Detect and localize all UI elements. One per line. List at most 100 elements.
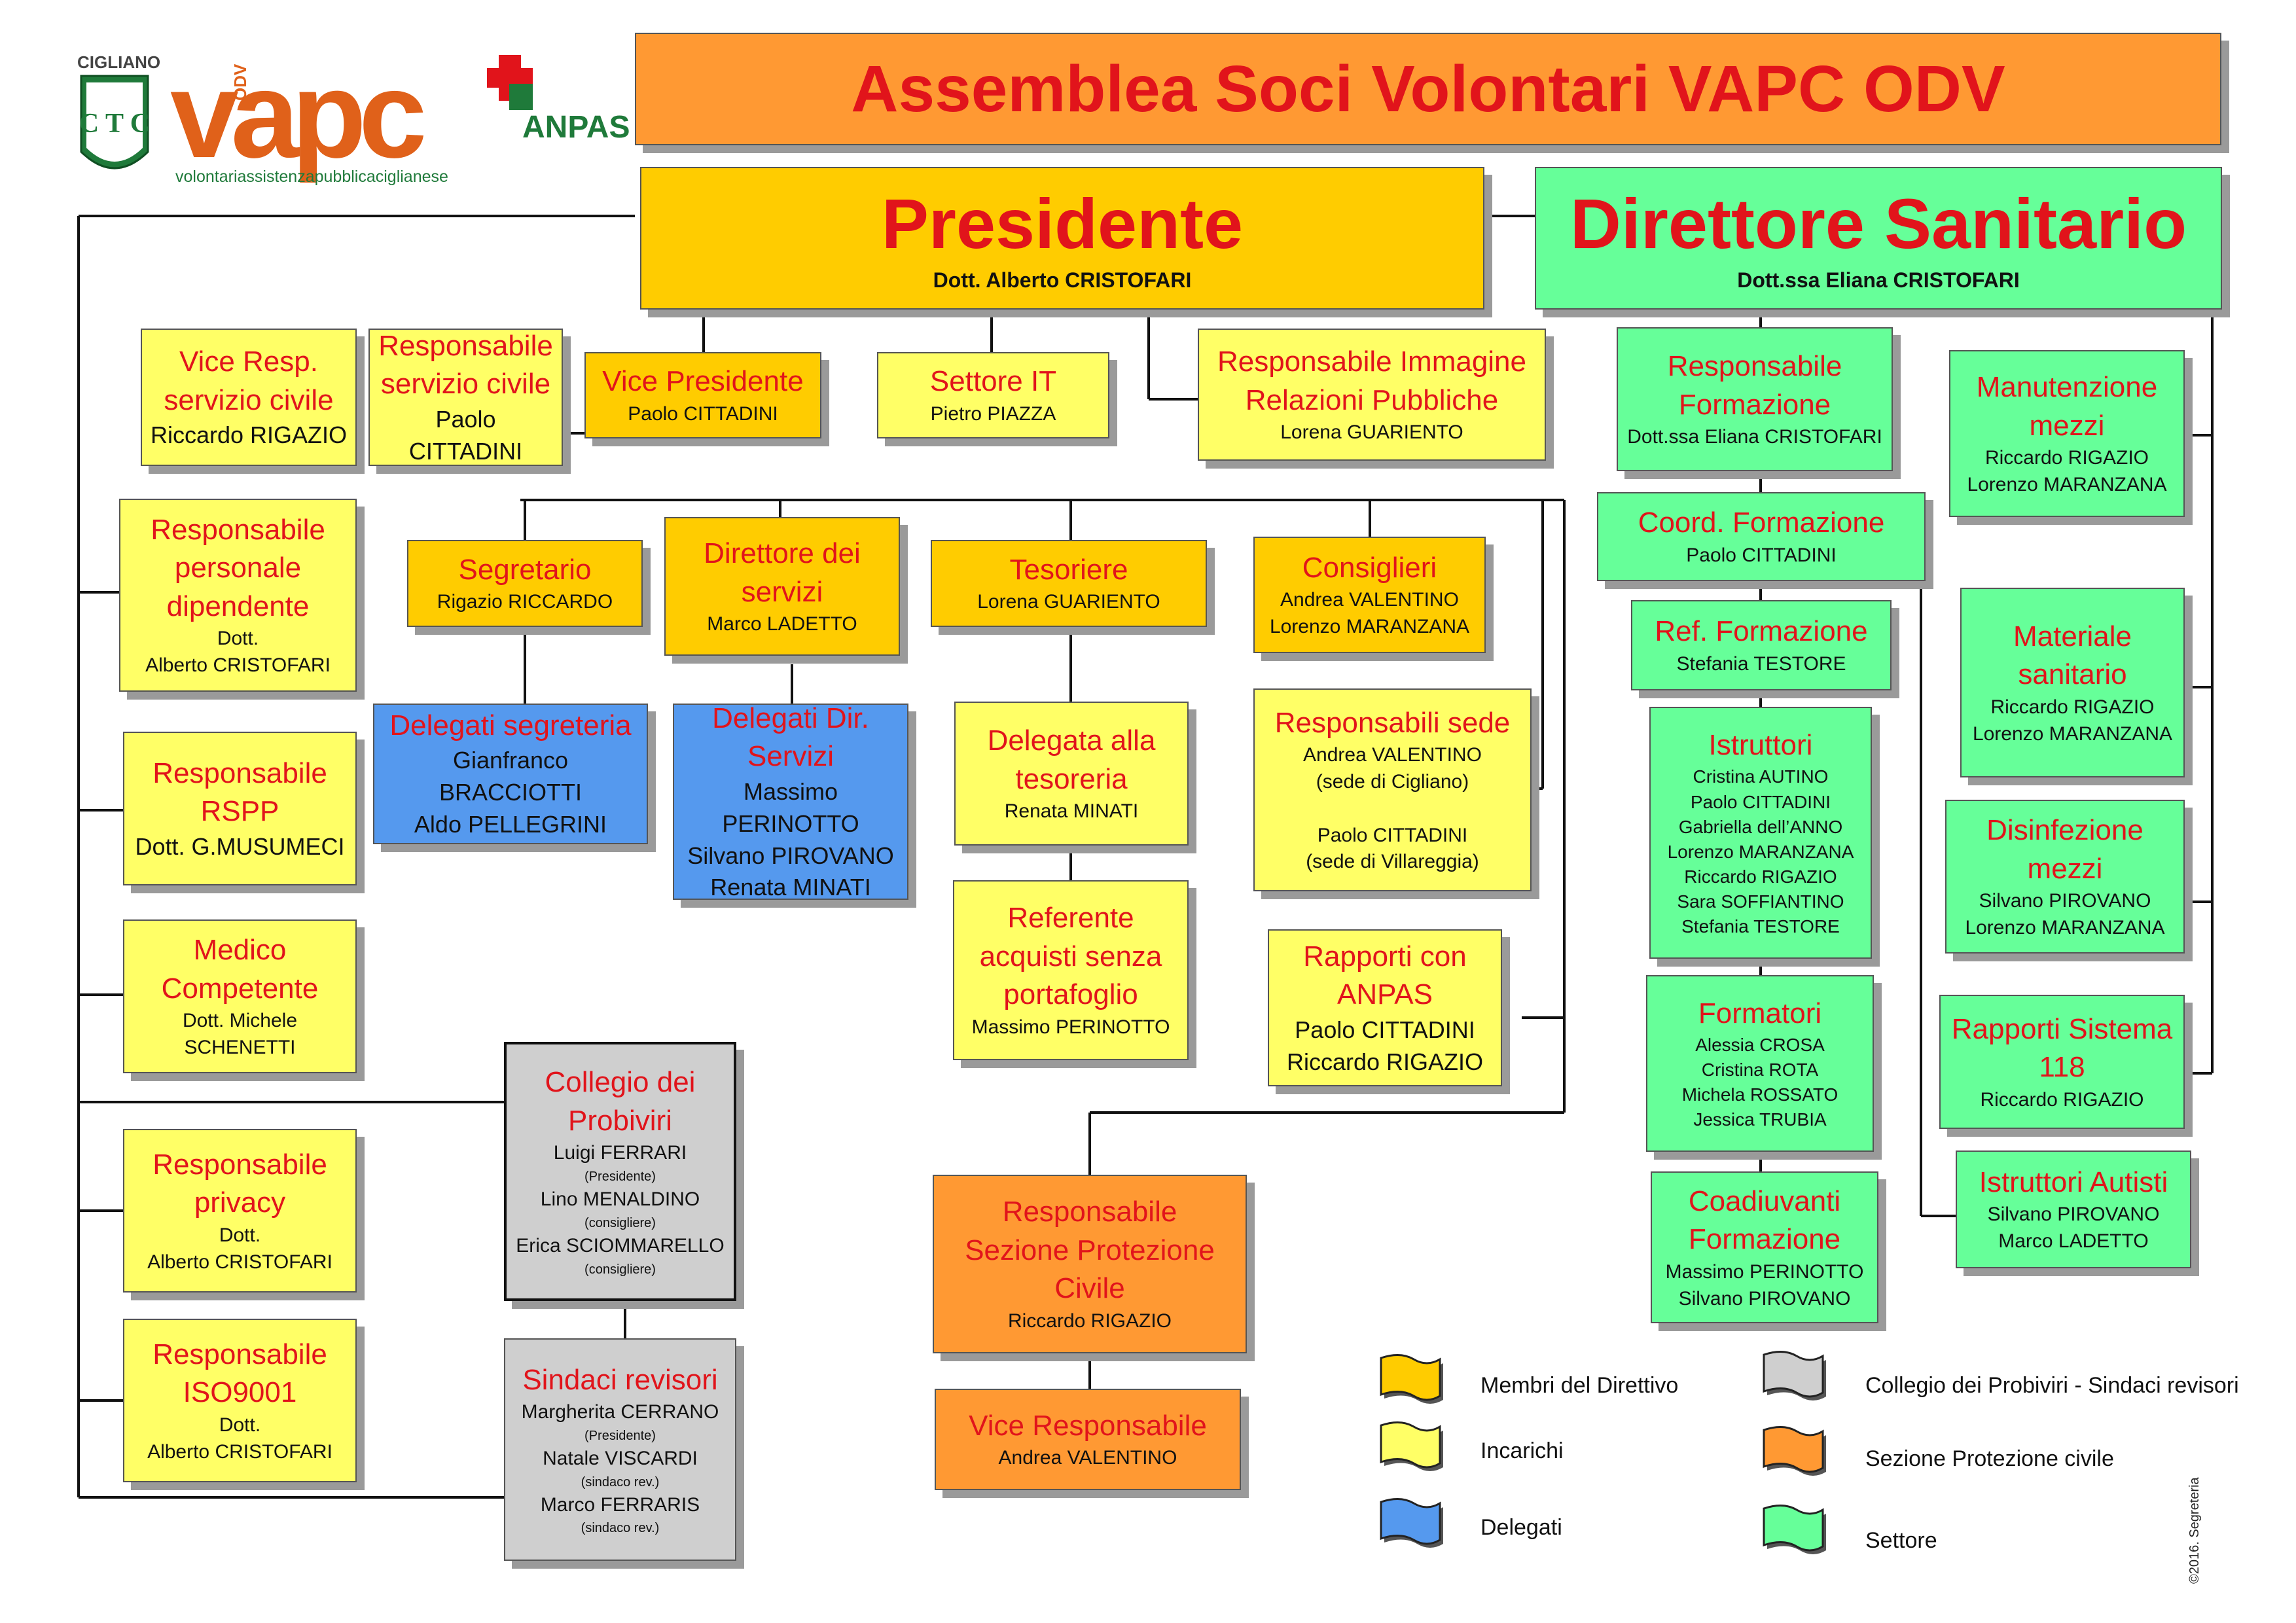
node-title: Delegati segreteria (389, 709, 632, 741)
node-resp-protezione-civile: Responsabile Sezione Protezione Civile R… (933, 1175, 1247, 1353)
node-names: Marco LADETTO (707, 613, 857, 635)
node-names: Dott. Alberto CRISTOFARI (147, 1414, 332, 1463)
node-title: Istruttori (1708, 728, 1813, 761)
page-title: Assemblea Soci Volontari VAPC ODV (635, 33, 2221, 145)
member-role: (consigliere) (584, 1262, 656, 1277)
node-names: Alessia CROSA Cristina ROTA Michela ROSS… (1681, 1035, 1839, 1130)
node-names: Dott. Alberto CRISTOFARI (933, 268, 1192, 293)
node-title: Tesoriere (1009, 553, 1128, 586)
node-names: Stefania TESTORE (1676, 652, 1846, 675)
legend-flag-icon (1380, 1421, 1443, 1471)
node-materiale-sanitario: Materiale sanitario Riccardo RIGAZIO Lor… (1960, 588, 2185, 777)
node-title: Responsabile ISO9001 (152, 1338, 327, 1409)
node-title: Coord. Formazione (1638, 507, 1885, 539)
node-names: Riccardo RIGAZIO Lorenzo MARANZANA (1972, 696, 2173, 745)
node-title: Medico Competente (161, 934, 319, 1005)
node-names: Dott. Michele SCHENETTI (182, 1010, 298, 1059)
member-role: (Presidente) (584, 1428, 656, 1443)
node-names: Riccardo RIGAZIO Lorenzo MARANZANA (1967, 447, 2167, 496)
node-resp-formazione: Responsabile Formazione Dott.ssa Eliana … (1617, 327, 1893, 471)
node-consiglieri: Consiglieri Andrea VALENTINO Lorenzo MAR… (1253, 537, 1486, 653)
node-title: Referente acquisti senza portafoglio (979, 902, 1162, 1011)
node-names: Paolo CITTADINI (1686, 544, 1837, 566)
node-title: Responsabile Immagine Relazioni Pubblich… (1217, 346, 1527, 416)
node-title: Presidente (881, 184, 1244, 264)
node-title: Formatori (1698, 997, 1822, 1029)
logo-city-text: CIGLIANO (77, 54, 160, 72)
node-resp-iso: Responsabile ISO9001 Dott. Alberto CRIST… (123, 1319, 357, 1482)
node-rapporti-118: Rapporti Sistema 118 Riccardo RIGAZIO (1939, 995, 2185, 1129)
node-tesoriere: Tesoriere Lorena GUARIENTO (931, 540, 1207, 627)
node-names: Cristina AUTINO Paolo CITTADINI Gabriell… (1667, 766, 1854, 936)
node-title: Responsabile servizio civile (378, 329, 553, 401)
member-name: Lino MENALDINO (540, 1188, 700, 1211)
node-title: Responsabile privacy (152, 1148, 327, 1219)
node-title: Coadiuvanti Formazione (1688, 1185, 1841, 1256)
member-name: Margherita CERRANO (521, 1401, 719, 1423)
member-name: Natale VISCARDI (543, 1447, 698, 1469)
node-title: Delegati Dir. Servizi (712, 702, 869, 773)
emblem-letters: C T C (79, 109, 150, 139)
node-delegati-servizi: Delegati Dir. Servizi Massimo PERINOTTO … (673, 702, 908, 901)
node-manutenzione: Manutenzione mezzi Riccardo RIGAZIO Lore… (1949, 350, 2185, 517)
copyright-text: ©2016. Segreteria (2187, 1477, 2202, 1584)
node-names: Dott. Alberto CRISTOFARI (145, 628, 331, 677)
node-istruttori-autisti: Istruttori Autisti Silvano PIROVANO Marc… (1956, 1150, 2191, 1268)
node-title: Responsabile Formazione (1667, 350, 1842, 421)
node-rapporti-anpas: Rapporti con ANPAS Paolo CITTADINI Ricca… (1268, 929, 1502, 1086)
node-title: Vice Responsabile (969, 1409, 1207, 1442)
node-title: Manutenzione mezzi (1976, 371, 2158, 442)
node-names: Gianfranco BRACCIOTTI Aldo PELLEGRINI (414, 747, 607, 838)
node-names: Massimo PERINOTTO Silvano PIROVANO Renat… (687, 777, 894, 901)
member-list: Luigi FERRARI (Presidente) Lino MENALDIN… (516, 1140, 724, 1279)
node-title: Rapporti Sistema 118 (1951, 1012, 2173, 1084)
legend-flag-icon (1380, 1498, 1443, 1548)
anpas-cross-icon (487, 55, 533, 110)
node-formatori: Formatori Alessia CROSA Cristina ROTA Mi… (1646, 975, 1874, 1152)
node-istruttori: Istruttori Cristina AUTINO Paolo CITTADI… (1649, 707, 1872, 959)
node-ref-formazione: Ref. Formazione Stefania TESTORE (1631, 600, 1892, 690)
member-role: (sindaco rev.) (581, 1521, 660, 1536)
node-vice-presidente: Vice Presidente Paolo CITTADINI (584, 352, 821, 438)
node-names: Andrea VALENTINO (sede di Cigliano) Paol… (1303, 744, 1482, 873)
node-coord-formazione: Coord. Formazione Paolo CITTADINI (1597, 492, 1926, 581)
member-name: Erica SCIOMMARELLO (516, 1234, 725, 1257)
member-role: (consigliere) (584, 1215, 656, 1230)
node-title: Sindaci revisori (522, 1363, 718, 1396)
node-title: Delegata alla tesoreria (987, 724, 1156, 795)
node-medico: Medico Competente Dott. Michele SCHENETT… (123, 919, 357, 1073)
node-names: Lorena GUARIENTO (977, 591, 1160, 613)
member-role: (Presidente) (584, 1169, 656, 1185)
node-title: Segretario (458, 553, 592, 586)
logo-graphic: CIGLIANO C T C vapc ODV volontariassiste… (77, 46, 630, 186)
node-names: Riccardo RIGAZIO (150, 421, 348, 449)
legend-flag-icon (1380, 1354, 1443, 1404)
node-resp-rspp: Responsabile RSPP Dott. G.MUSUMECI (123, 732, 357, 885)
node-title: Collegio dei Probiviri (545, 1066, 696, 1137)
node-names: Silvano PIROVANO Lorenzo MARANZANA (1965, 890, 2165, 939)
node-resp-privacy: Responsabile privacy Dott. Alberto CRIST… (123, 1129, 357, 1293)
member-name: Luigi FERRARI (553, 1142, 687, 1164)
node-direttore-sanitario: Direttore Sanitario Dott.ssa Eliana CRIS… (1535, 167, 2222, 310)
node-segretario: Segretario Rigazio RICCARDO (407, 540, 643, 627)
node-names: Massimo PERINOTTO (971, 1016, 1170, 1038)
node-title: Materiale sanitario (2013, 620, 2132, 691)
node-resp-sede: Responsabili sede Andrea VALENTINO (sede… (1253, 688, 1532, 891)
node-title: Direttore Sanitario (1570, 184, 2187, 264)
legend-label: Delegati (1480, 1515, 1562, 1540)
node-vice-resp-protezione: Vice Responsabile Andrea VALENTINO (935, 1389, 1241, 1490)
node-names: Rigazio RICCARDO (437, 591, 613, 613)
node-resp-personale: Responsabile personale dipendente Dott. … (119, 499, 357, 692)
node-title: Istruttori Autisti (1979, 1166, 2168, 1198)
member-role: (sindaco rev.) (581, 1474, 660, 1489)
member-list: Margherita CERRANO (Presidente) Natale V… (522, 1399, 719, 1538)
logo-brand-text: vapc (170, 54, 424, 183)
node-delegata-tesoreria: Delegata alla tesoreria Renata MINATI (954, 702, 1189, 846)
node-names: Riccardo RIGAZIO (1007, 1310, 1172, 1332)
legend-label: Settore (1865, 1528, 1937, 1553)
node-resp-civile: Responsabile servizio civile Paolo CITTA… (368, 329, 563, 466)
legend-label: Incarichi (1480, 1438, 1564, 1463)
node-title: Rapporti con ANPAS (1303, 940, 1467, 1011)
node-names: Silvano PIROVANO Marco LADETTO (1987, 1204, 2160, 1253)
